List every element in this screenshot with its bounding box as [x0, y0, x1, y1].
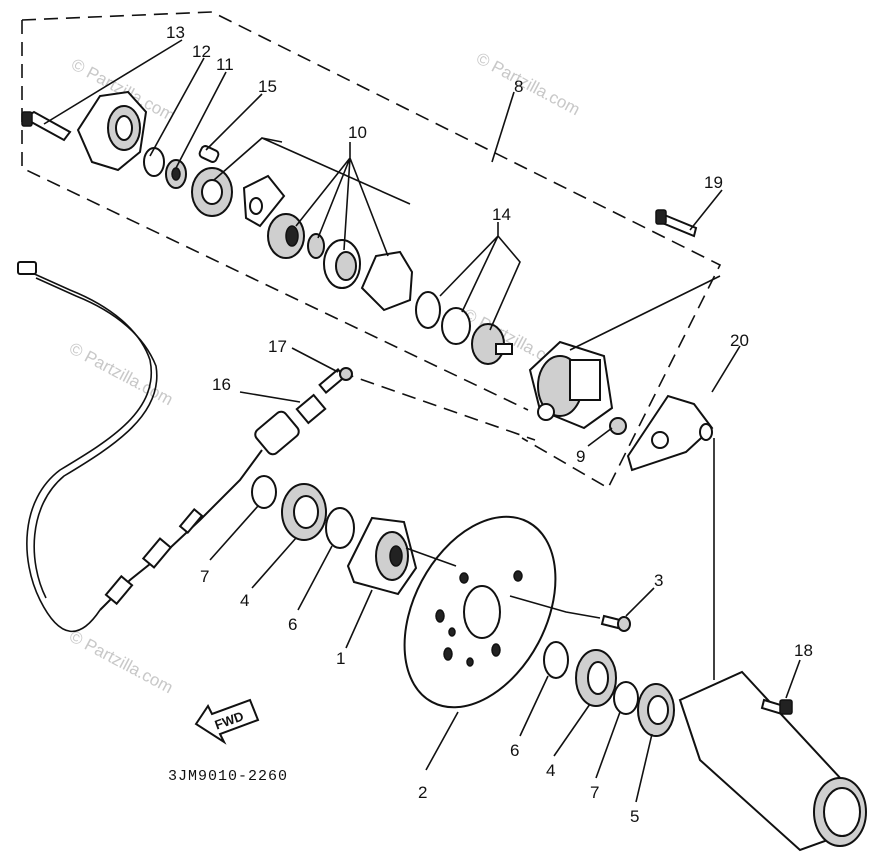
part-3-bolt — [600, 614, 631, 632]
part-2-brake-disc — [403, 515, 557, 709]
callout-12: 12 — [192, 42, 211, 61]
callout-9: 9 — [576, 447, 585, 466]
callout-6-upper: 6 — [288, 615, 297, 634]
part-11-gear — [165, 159, 187, 189]
axle-housing — [678, 670, 867, 852]
callout-8: 8 — [514, 77, 523, 96]
part-8-master-cylinder — [528, 340, 614, 430]
part-17-pin — [339, 367, 353, 381]
callout-1: 1 — [336, 649, 345, 668]
part-20-bracket — [626, 394, 714, 472]
callouts: 13 12 11 15 8 10 19 14 20 17 16 9 7 4 3 … — [166, 23, 813, 826]
callout-16: 16 — [212, 375, 231, 394]
watermark: © Partzilla.com — [66, 627, 176, 698]
callout-2: 2 — [418, 783, 427, 802]
callout-11: 11 — [216, 55, 234, 74]
callout-13: 13 — [166, 23, 185, 42]
watermark: © Partzilla.com — [66, 339, 176, 410]
part-6-oring-upper — [325, 507, 355, 549]
callout-4-upper: 4 — [240, 591, 249, 610]
callout-6-lower: 6 — [510, 741, 519, 760]
part-1-hub — [346, 516, 418, 596]
part-7-oring-upper — [251, 475, 277, 509]
part-4-bearing-upper — [281, 483, 327, 541]
part-6-oring-lower — [543, 641, 569, 679]
callout-5: 5 — [630, 807, 639, 826]
part-14-seals — [415, 291, 513, 365]
callout-17: 17 — [268, 337, 287, 356]
assembly-8-outline — [21, 11, 722, 490]
part-12-washer — [143, 147, 165, 177]
callout-10: 10 — [348, 123, 367, 142]
part-19-bolt — [655, 209, 698, 238]
part-10-gear-set — [191, 167, 414, 312]
assembly-17-outline — [339, 371, 536, 441]
part-9-bolt — [609, 417, 627, 435]
callout-14: 14 — [492, 205, 511, 224]
callout-15: 15 — [258, 77, 277, 96]
part-7-oring-lower — [613, 681, 639, 715]
part-18-bolt — [760, 698, 793, 716]
callout-18: 18 — [794, 641, 813, 660]
callout-3: 3 — [654, 571, 663, 590]
leader-lines — [43, 39, 801, 803]
part-13-bolt — [21, 110, 72, 142]
callout-4-lower: 4 — [546, 761, 555, 780]
part-16-brake-cable — [17, 261, 346, 633]
part-13-cover — [76, 90, 148, 172]
part-15-pin — [198, 145, 220, 163]
watermark: © Partzilla.com — [473, 49, 583, 120]
fwd-arrow: FWD — [194, 698, 260, 745]
callout-19: 19 — [704, 173, 723, 192]
callout-7-lower: 7 — [590, 783, 599, 802]
part-4-bearing-lower — [575, 649, 617, 707]
drawing-code: 3JM9010-2260 — [168, 768, 288, 785]
callout-20: 20 — [730, 331, 749, 350]
part-5-seal — [637, 683, 675, 737]
callout-7-upper: 7 — [200, 567, 209, 586]
